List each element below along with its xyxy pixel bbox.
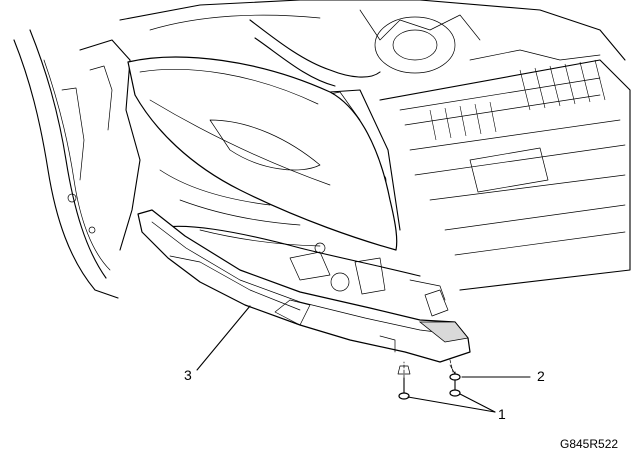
headlamp-assembly: [127, 56, 401, 251]
fender-assembly: [13, 29, 141, 299]
leader-lines: [196, 305, 531, 413]
callout-3: 3: [184, 367, 192, 383]
fastener-icon: [397, 365, 411, 400]
engine-bay: [119, 0, 631, 291]
figure-id: G845R522: [560, 437, 618, 451]
callout-1: 1: [498, 406, 506, 422]
deflector-panel: [137, 209, 471, 363]
callout-2: 2: [537, 368, 545, 384]
lower-structure: [149, 225, 446, 301]
fastener-group: [397, 359, 461, 400]
